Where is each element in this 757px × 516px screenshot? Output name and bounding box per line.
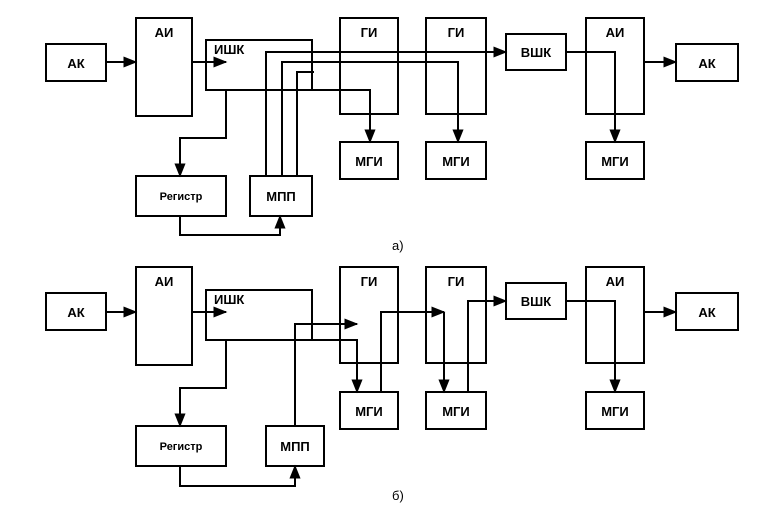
- svg-text:МПП: МПП: [266, 189, 296, 204]
- wires-a: [106, 46, 678, 236]
- block-ai-1: АИ: [135, 17, 193, 117]
- block-mpp: МПП: [265, 425, 325, 467]
- svg-text:Регистр: Регистр: [160, 191, 203, 203]
- block-register: Регистр: [135, 175, 227, 217]
- svg-text:АИ: АИ: [606, 274, 625, 289]
- block-mgi-2: МГИ: [425, 391, 487, 430]
- svg-text:МГИ: МГИ: [601, 154, 629, 169]
- svg-text:МГИ: МГИ: [601, 404, 629, 419]
- wires-b: [106, 295, 678, 487]
- block-gi-1: ГИ: [339, 266, 399, 364]
- svg-text:ИШК: ИШК: [214, 42, 244, 57]
- block-ak-out: АК: [675, 43, 739, 82]
- svg-text:АК: АК: [698, 56, 715, 71]
- svg-text:ВШК: ВШК: [521, 45, 551, 60]
- block-ishk: ИШК: [205, 289, 313, 341]
- svg-text:ГИ: ГИ: [361, 25, 378, 40]
- block-register: Регистр: [135, 425, 227, 467]
- block-gi-2: ГИ: [425, 17, 487, 115]
- caption-a: а): [392, 238, 404, 253]
- block-mgi-3: МГИ: [585, 391, 645, 430]
- svg-text:Регистр: Регистр: [160, 441, 203, 453]
- block-vshk: ВШК: [505, 33, 567, 71]
- svg-text:МГИ: МГИ: [355, 154, 383, 169]
- svg-text:АИ: АИ: [606, 25, 625, 40]
- svg-text:АК: АК: [698, 305, 715, 320]
- block-vshk: ВШК: [505, 282, 567, 320]
- svg-text:АК: АК: [67, 305, 84, 320]
- block-ak-out: АК: [675, 292, 739, 331]
- svg-text:ГИ: ГИ: [448, 274, 465, 289]
- block-mgi-1: МГИ: [339, 141, 399, 180]
- caption-b: б): [392, 488, 404, 503]
- svg-text:МГИ: МГИ: [442, 404, 470, 419]
- block-mgi-1: МГИ: [339, 391, 399, 430]
- diagram-b: АК АИ ИШК ГИ ГИ ВШК АИ АК: [45, 266, 739, 503]
- svg-text:ГИ: ГИ: [361, 274, 378, 289]
- svg-text:МГИ: МГИ: [442, 154, 470, 169]
- block-gi-2: ГИ: [425, 266, 487, 364]
- block-ak-in: АК: [45, 43, 107, 82]
- block-ai-1: АИ: [135, 266, 193, 366]
- svg-text:АК: АК: [67, 56, 84, 71]
- svg-text:ИШК: ИШК: [214, 292, 244, 307]
- block-mpp: МПП: [249, 175, 313, 217]
- diagram-a: АК АИ ИШК ГИ ГИ ВШК АИ АК: [45, 17, 739, 253]
- svg-text:МГИ: МГИ: [355, 404, 383, 419]
- block-mgi-2: МГИ: [425, 141, 487, 180]
- svg-text:ВШК: ВШК: [521, 294, 551, 309]
- block-ak-in: АК: [45, 292, 107, 331]
- svg-text:МПП: МПП: [280, 439, 310, 454]
- svg-text:ГИ: ГИ: [448, 25, 465, 40]
- svg-text:АИ: АИ: [155, 25, 174, 40]
- block-mgi-3: МГИ: [585, 141, 645, 180]
- svg-text:АИ: АИ: [155, 274, 174, 289]
